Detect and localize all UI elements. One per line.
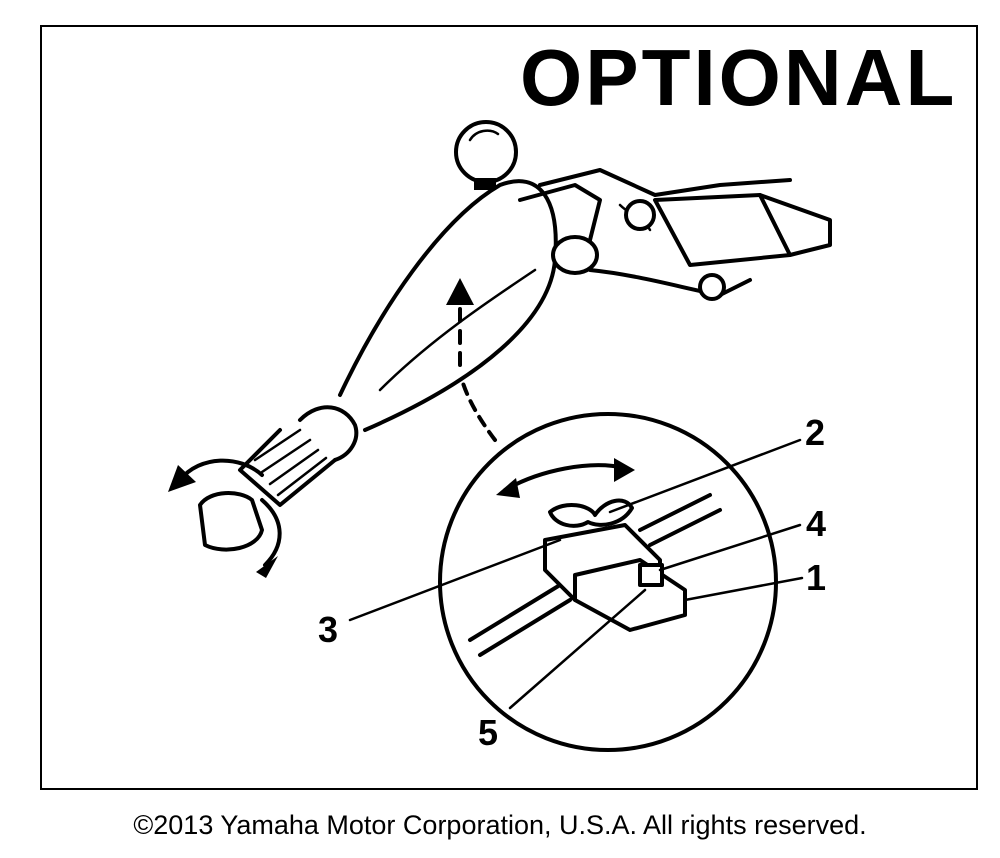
callout-5: 5 [478,712,499,753]
callout-1: 1 [806,557,827,598]
copyright-notice: ©2013 Yamaha Motor Corporation, U.S.A. A… [133,810,867,840]
callout-2: 2 [805,412,826,453]
leader-lines [348,438,804,710]
callout-4: 4 [806,503,827,544]
pointer-arrow [446,278,497,442]
twist-grip [198,405,359,552]
tiller-arm [338,179,602,432]
diagram-title: OPTIONAL [520,33,958,122]
detail-magnifier [438,412,778,752]
steering-bracket [538,168,832,301]
rotation-arrow [168,458,282,578]
friction-knob [454,120,518,190]
diagram-frame [40,25,978,790]
callout-3: 3 [318,609,339,650]
